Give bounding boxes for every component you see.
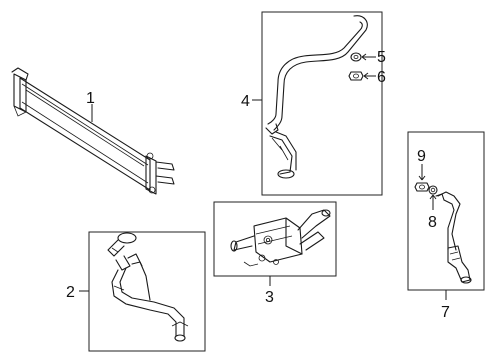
- lower-cooler-tube: [107, 232, 189, 342]
- oil-cooler-part-1: 1: [11, 67, 175, 195]
- part-4-frame: [261, 11, 383, 196]
- callout-9: 9: [417, 148, 426, 165]
- callout-1: 1: [86, 90, 95, 107]
- callout-6: 6: [377, 69, 386, 86]
- seal-part-8: 8: [428, 185, 438, 231]
- nut-part-9: 9: [414, 148, 430, 192]
- upper-cooler-tube: [265, 15, 368, 179]
- nut-part-6: 6: [348, 69, 386, 86]
- callout-5: 5: [377, 49, 386, 66]
- part-3-frame: [213, 201, 337, 277]
- callout-2: 2: [66, 284, 75, 301]
- callout-8: 8: [428, 214, 437, 231]
- part-7-group: 7 9 8: [407, 131, 485, 321]
- right-cooler-tube: [435, 191, 472, 284]
- part-2-frame: [88, 231, 206, 352]
- callout-7: 7: [441, 304, 450, 321]
- part-4-group: 4 5 6: [241, 11, 386, 196]
- part-3-group: 3: [213, 201, 337, 306]
- part-2-group: 2: [66, 231, 206, 352]
- nut-part-5: 5: [350, 49, 386, 66]
- callout-4: 4: [241, 93, 250, 110]
- callout-3: 3: [265, 289, 274, 306]
- valve-assembly: [230, 209, 331, 267]
